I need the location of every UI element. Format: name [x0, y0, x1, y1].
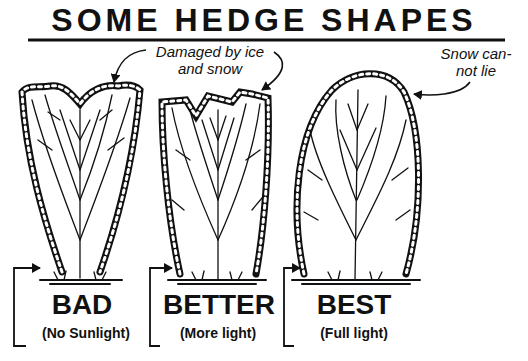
bad-hedge: [22, 85, 140, 284]
best-hedge: [292, 74, 420, 284]
light-note: (No Sunlight): [24, 326, 148, 341]
callout-note: Snow can- not lie: [432, 46, 520, 79]
better-hedge: [162, 92, 268, 284]
light-note: (More light): [158, 326, 278, 341]
title-underline: [28, 39, 505, 42]
light-note: (Full light): [292, 326, 416, 341]
hedge-grade: BETTER: [156, 290, 282, 321]
hedge-grade: BEST: [292, 290, 416, 321]
title: SOME HEDGE SHAPES: [10, 2, 518, 38]
hedge-grade: BAD: [22, 290, 142, 321]
label-brackets: [14, 268, 300, 346]
callout-note: Damaged by ice and snow: [148, 44, 272, 77]
